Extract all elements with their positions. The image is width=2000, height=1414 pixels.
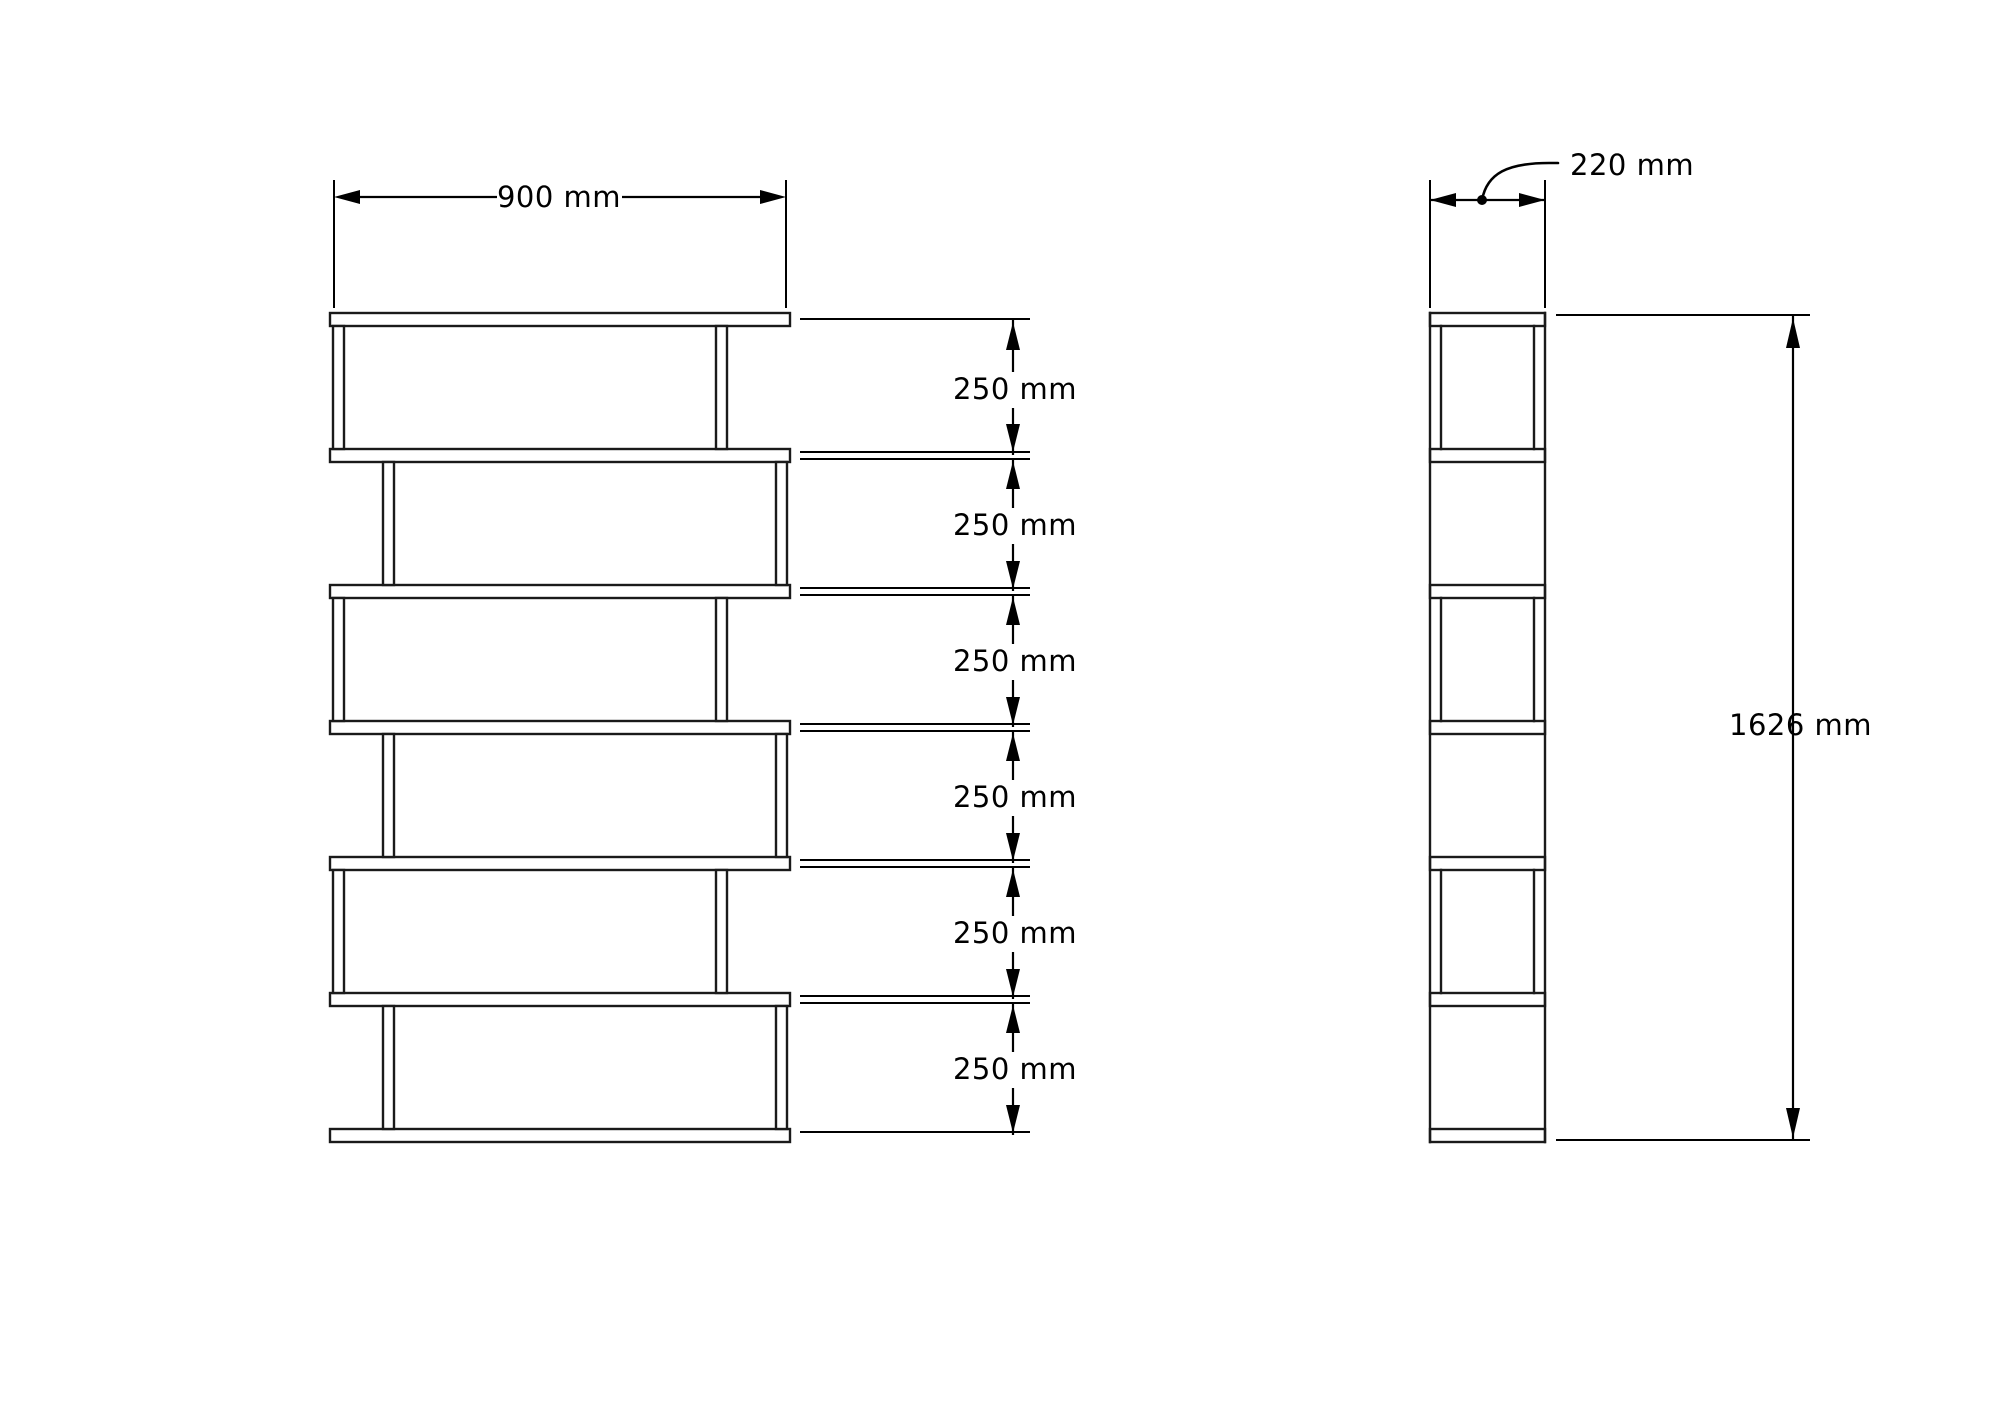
- side-shelf-board-3: [1428, 583, 1547, 600]
- spacing-dimension-label-5: 250 mm: [953, 916, 1077, 950]
- spacing-dimension-label-1: 250 mm: [953, 372, 1077, 406]
- spacing-dimension-label-6: 250 mm: [953, 1052, 1077, 1086]
- spacing-arrow-5-top-icon: [1006, 869, 1020, 897]
- spacing-label-mask-4: [946, 780, 1084, 816]
- front-vertical-panel-c2-right: [774, 460, 789, 587]
- depth-dimension-label: 220 mm: [1570, 148, 1694, 182]
- height-arrow-top-icon: [1786, 318, 1800, 348]
- spacing-label-mask-1: [946, 372, 1084, 408]
- front-shelf-board-7: [328, 1127, 792, 1144]
- spacing-label-mask-2: [946, 508, 1084, 544]
- spacing-arrow-2-top-icon: [1006, 461, 1020, 489]
- front-shelf-board-4: [328, 719, 792, 736]
- width-arrow-right-icon: [760, 190, 786, 204]
- height-arrow-bottom-icon: [1786, 1108, 1800, 1138]
- width-dimension-label: 900 mm: [497, 180, 621, 214]
- spacing-dimension-label-3: 250 mm: [953, 644, 1077, 678]
- front-vertical-panel-c6-left: [381, 1004, 396, 1131]
- front-shelf-board-2: [328, 447, 792, 464]
- spacing-arrow-1-bottom-icon: [1006, 424, 1020, 452]
- spacing-arrow-4-bottom-icon: [1006, 833, 1020, 861]
- depth-leader-dot-icon: [1477, 195, 1487, 205]
- spacing-arrow-1-top-icon: [1006, 322, 1020, 350]
- side-shelf-board-7: [1428, 1127, 1547, 1144]
- spacing-arrow-6-bottom-icon: [1006, 1105, 1020, 1133]
- spacing-dimension-label-2: 250 mm: [953, 508, 1077, 542]
- spacing-arrow-6-top-icon: [1006, 1005, 1020, 1033]
- spacing-arrow-4-top-icon: [1006, 733, 1020, 761]
- spacing-label-mask-6: [946, 1052, 1084, 1088]
- spacing-arrow-2-bottom-icon: [1006, 561, 1020, 589]
- spacing-arrow-3-bottom-icon: [1006, 697, 1020, 725]
- front-shelf-board-6: [328, 991, 792, 1008]
- height-dimension-group: 1626 mm: [1556, 314, 1872, 1141]
- front-shelf-board-5: [328, 855, 792, 872]
- side-shelf-board-4: [1428, 719, 1547, 736]
- height-dimension-label: 1626 mm: [1729, 708, 1872, 742]
- width-dimension-group: 900 mm: [333, 180, 787, 308]
- width-arrow-left-icon: [334, 190, 360, 204]
- spacing-label-mask-5: [946, 916, 1084, 952]
- depth-dimension-group: 220 mm: [1429, 148, 1694, 308]
- side-shelf-board-2: [1428, 447, 1547, 464]
- depth-arrow-left-icon: [1430, 193, 1456, 207]
- front-vertical-panel-c2-left: [381, 460, 396, 587]
- front-vertical-panel-c4-right: [774, 732, 789, 859]
- spacing-arrow-5-bottom-icon: [1006, 969, 1020, 997]
- front-vertical-panel-c3-right: [714, 596, 729, 723]
- spacing-arrow-3-top-icon: [1006, 597, 1020, 625]
- front-shelf-board-1: [328, 311, 792, 328]
- front-vertical-panel-c6-right: [774, 1004, 789, 1131]
- spacing-label-mask-3: [946, 644, 1084, 680]
- front-vertical-panel-c3-left: [331, 596, 346, 723]
- front-vertical-panel-c1-right: [714, 324, 729, 451]
- front-vertical-panel-c5-left: [331, 868, 346, 995]
- shelf-spacing-dimension-group: 250 mm 250 mm 250 mm 250 mm 250: [800, 318, 1084, 1135]
- front-shelf-board-3: [328, 583, 792, 600]
- depth-leader-line: [1480, 161, 1560, 202]
- height-label-mask: [1714, 705, 1770, 745]
- front-vertical-panel-c5-right: [714, 868, 729, 995]
- side-shelf-board-5: [1428, 855, 1547, 872]
- side-shelf-board-1: [1428, 311, 1547, 328]
- depth-arrow-right-icon: [1519, 193, 1545, 207]
- side-view-group: [1428, 311, 1547, 1144]
- front-view-group: [328, 311, 792, 1144]
- front-vertical-panel-c1-left: [331, 324, 346, 451]
- side-shelf-board-6: [1428, 991, 1547, 1008]
- spacing-dimension-label-4: 250 mm: [953, 780, 1077, 814]
- front-vertical-panel-c4-left: [381, 732, 396, 859]
